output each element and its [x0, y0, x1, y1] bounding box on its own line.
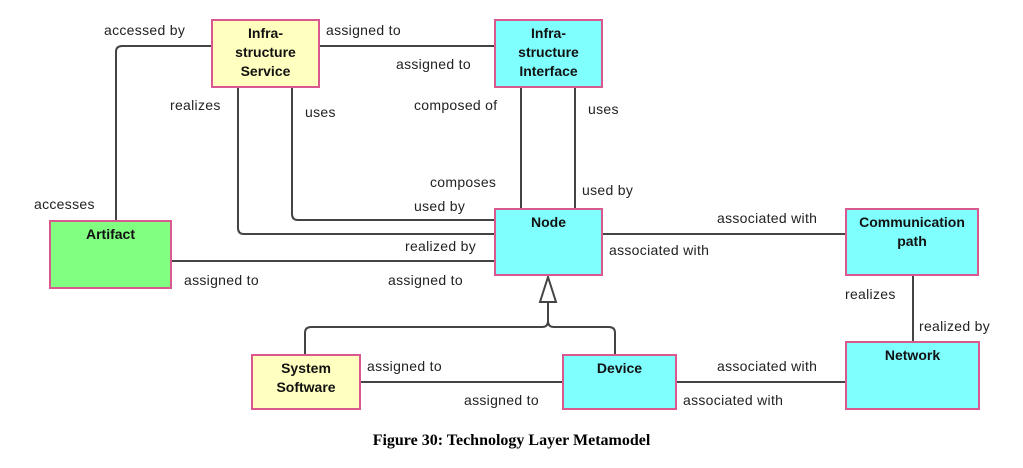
box-label: Communication path: [859, 214, 965, 249]
label-interface-composed-of: composed of: [414, 97, 498, 113]
edge-service-node-realizes: [237, 87, 494, 235]
box-communication-path[interactable]: Communication path: [845, 208, 979, 276]
edge-generalization-syssoft: [304, 320, 549, 354]
box-network[interactable]: Network: [845, 341, 980, 410]
label-device-associated-with: associated with: [683, 392, 784, 408]
label-network-realized-by: realized by: [919, 318, 991, 334]
box-system-software[interactable]: System Software: [251, 354, 361, 410]
box-label: Node: [531, 214, 566, 230]
label-accessed-by: accessed by: [104, 22, 186, 38]
label-service-assigned-to: assigned to: [326, 22, 401, 38]
label-interface-uses: uses: [588, 101, 619, 117]
box-label: Infra- structure Service: [235, 25, 296, 79]
label-node-realized-by: realized by: [405, 238, 477, 254]
box-label: Device: [596, 360, 643, 376]
box-label: Network: [884, 347, 941, 363]
label-accesses: accesses: [34, 196, 95, 212]
label-commpath-associated-with: associated with: [717, 210, 818, 226]
box-infrastructure-service[interactable]: Infra- structure Service: [211, 19, 320, 88]
label-service-uses: uses: [305, 104, 336, 120]
label-artifact-assigned-to: assigned to: [184, 272, 259, 288]
box-node[interactable]: Node: [494, 208, 603, 276]
edge-service-node-uses: [291, 87, 494, 221]
box-device[interactable]: Device: [562, 354, 677, 410]
figure-caption: Figure 30: Technology Layer Metamodel: [372, 432, 651, 449]
box-artifact[interactable]: Artifact: [49, 220, 172, 289]
box-infrastructure-interface[interactable]: Infra- structure Interface: [494, 19, 603, 88]
label-commpath-realizes: realizes: [845, 286, 896, 302]
label-node-composes: composes: [430, 174, 497, 190]
label-node-assigned-to: assigned to: [388, 272, 463, 288]
label-device-assigned-to: assigned to: [464, 392, 539, 408]
label-node-used-by-left: used by: [414, 198, 466, 214]
label-node-associated-with: associated with: [609, 242, 710, 258]
box-label: Artifact: [85, 226, 135, 242]
label-service-realizes: realizes: [170, 97, 221, 113]
edge-generalization-device: [547, 320, 616, 354]
box-label: Infra- structure Interface: [518, 25, 579, 79]
label-node-used-by-right: used by: [582, 182, 634, 198]
generalization-arrowhead: [538, 273, 558, 303]
label-network-associated-with: associated with: [717, 358, 818, 374]
box-label: System Software: [276, 360, 336, 395]
label-syssoft-assigned-to: assigned to: [367, 358, 442, 374]
edge-service-artifact: [115, 45, 211, 220]
label-interface-assigned-to: assigned to: [396, 56, 471, 72]
